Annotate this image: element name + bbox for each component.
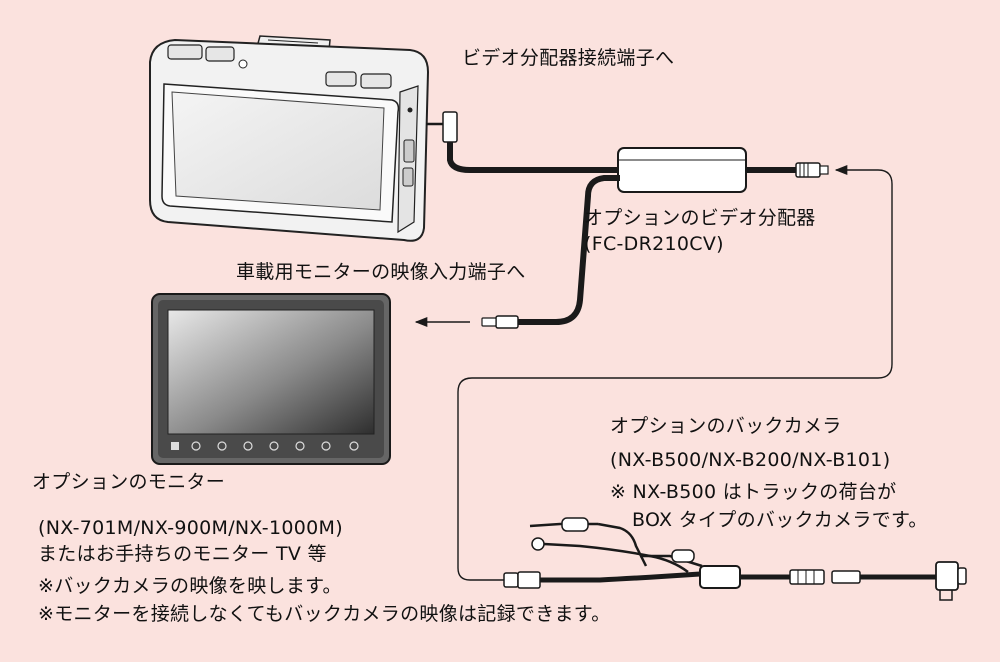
label-monitor-name: オプションのモニター [32,471,226,493]
label-note-2: ※モニターを接続しなくてもバックカメラの映像は記録できます。 [38,603,611,625]
label-camera-name: オプションのバックカメラ [610,415,842,437]
camera-return-arrow [457,164,893,581]
label-video-splitter-port: ビデオ分配器接続端子へ [462,47,675,69]
label-splitter-name: オプションのビデオ分配器 [584,207,816,229]
label-camera-note-2: BOX タイプのバックカメラです。 [632,509,928,531]
label-monitor-models: (NX-701M/NX-900M/NX-1000M) [38,517,343,539]
dashcam-cable [426,111,620,173]
back-camera-harness [503,517,967,601]
label-monitor-input: 車載用モニターの映像入力端子へ [236,261,526,283]
label-camera-models: (NX-B500/NX-B200/NX-B101) [610,449,891,471]
label-note-1: ※バックカメラの映像を映します。 [38,575,342,597]
monitor [151,293,391,465]
dashcam-device [149,35,430,242]
label-monitor-alt: またはお手持ちのモニター TV 等 [38,543,327,565]
video-splitter [481,147,829,329]
label-camera-note-1: ※ NX-B500 はトラックの荷台が [610,481,897,503]
label-splitter-model: (FC-DR210CV) [584,233,724,255]
